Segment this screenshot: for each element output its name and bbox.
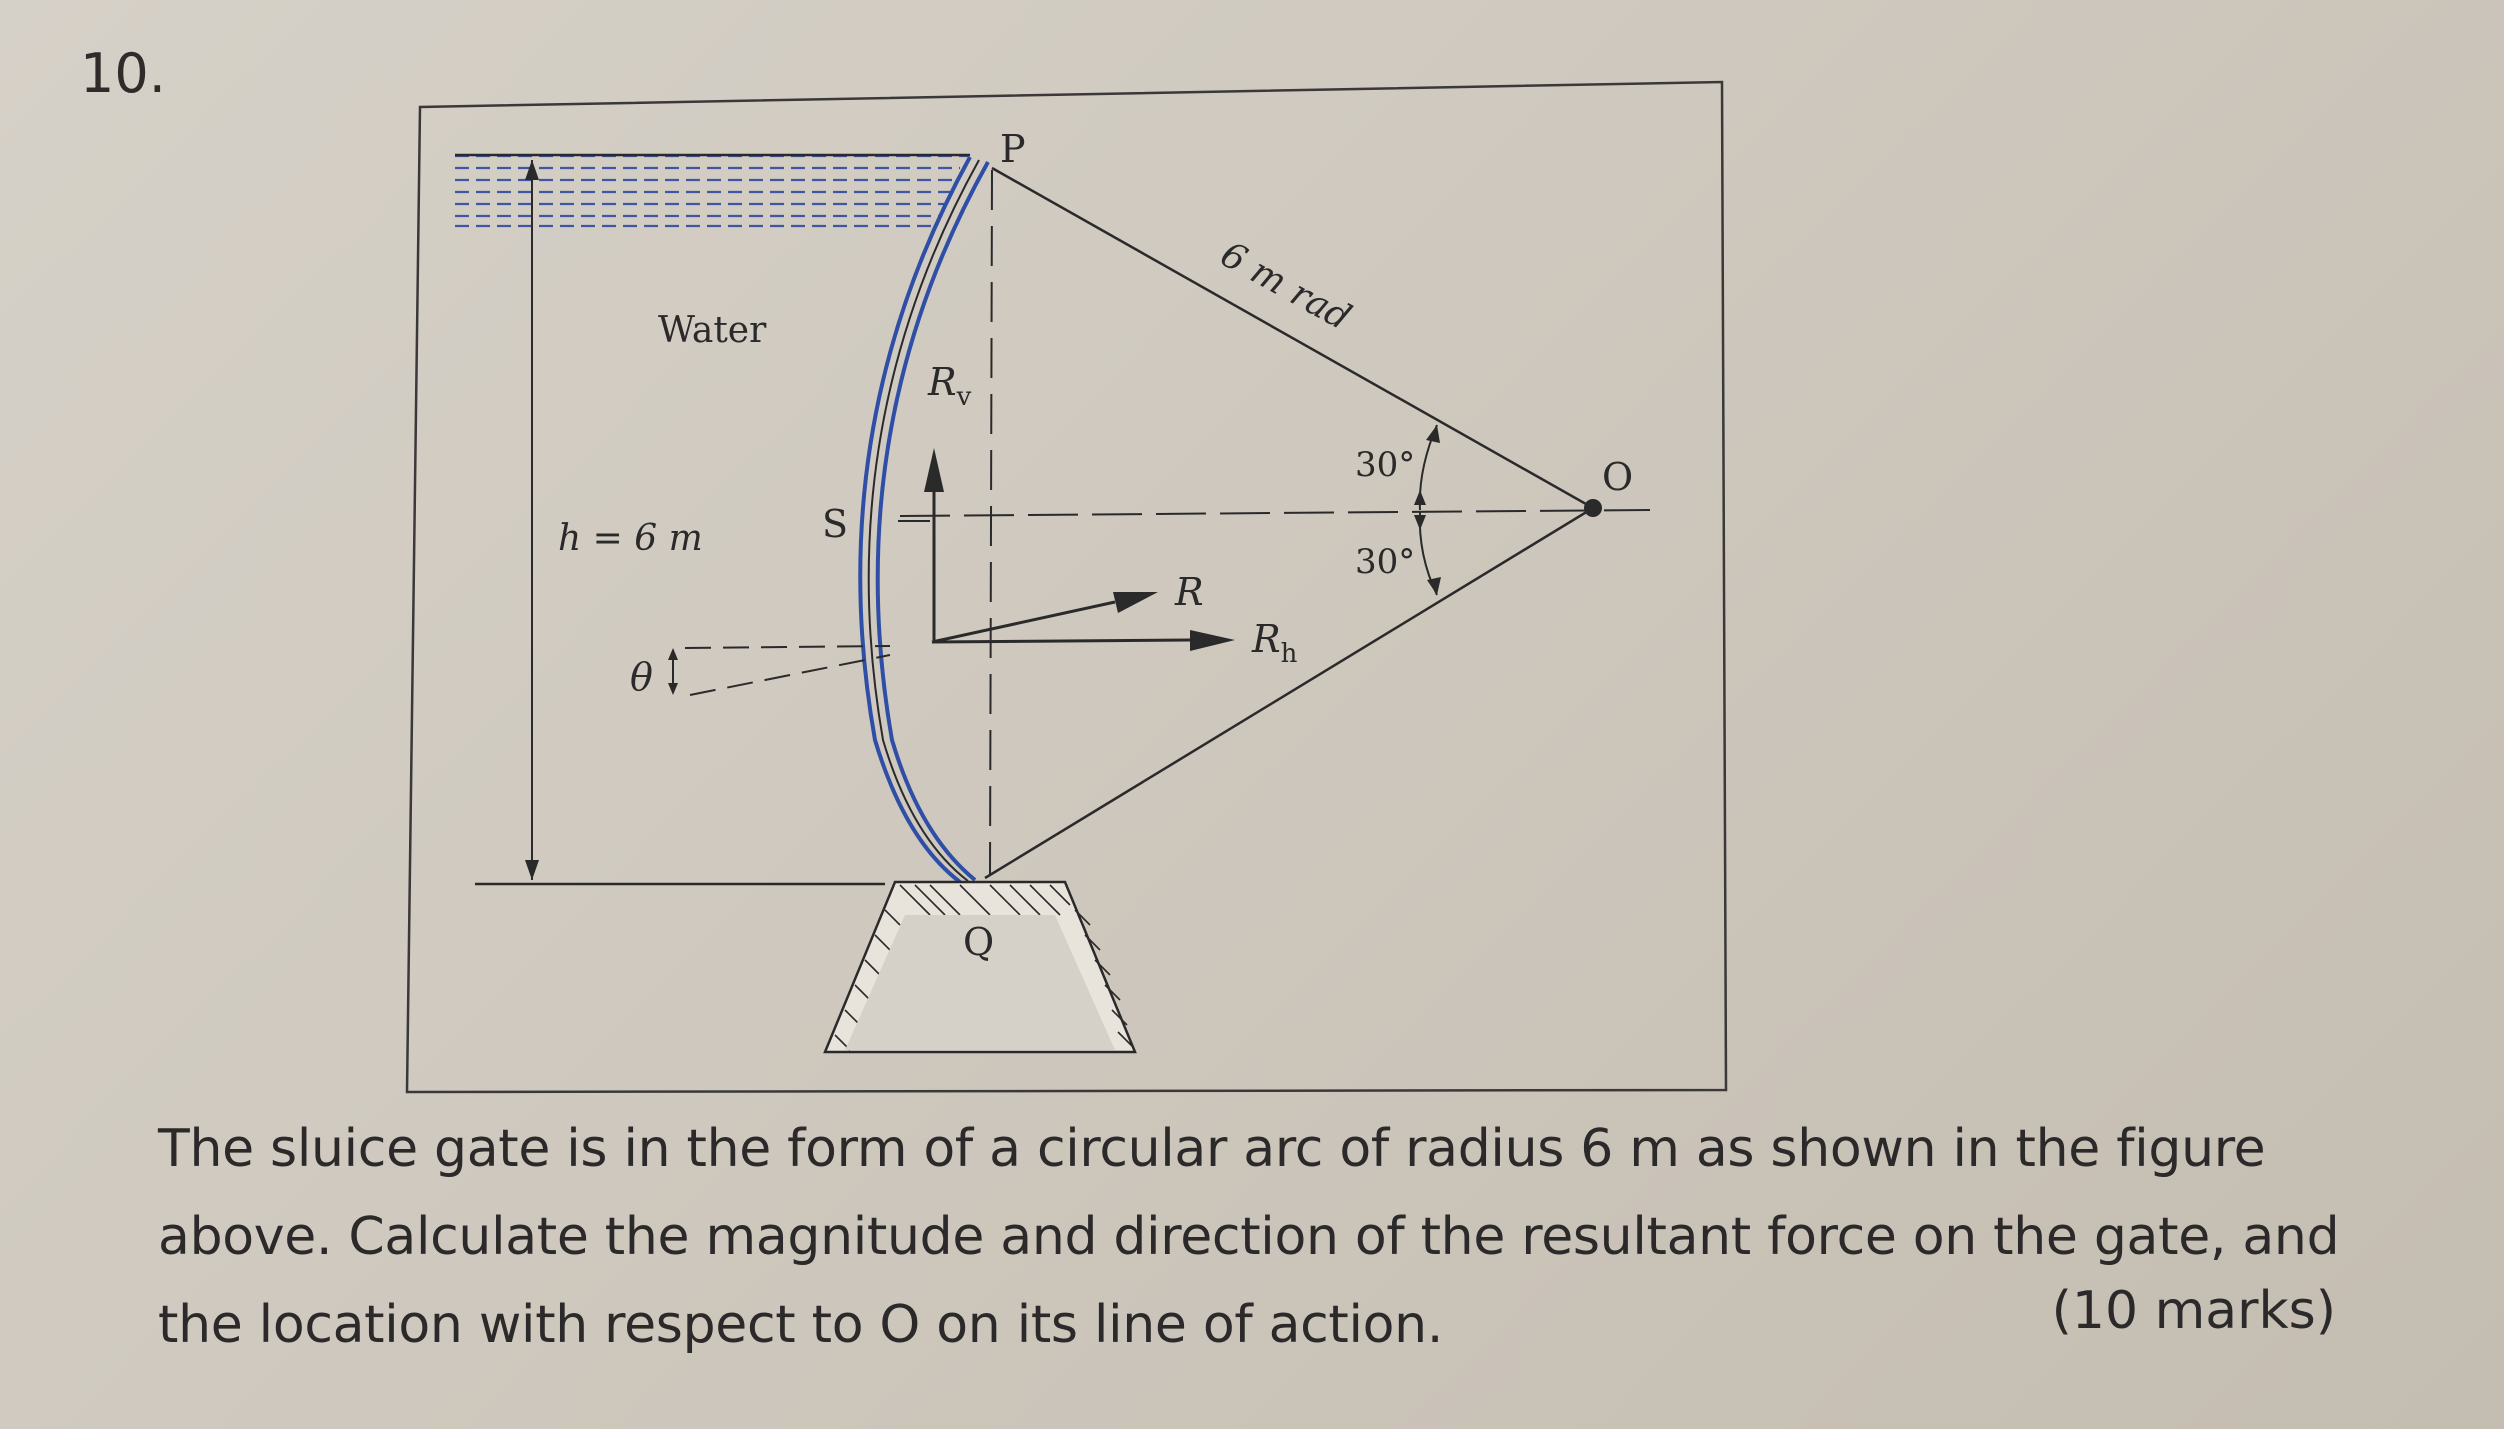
theta-horizontal-line (684, 645, 891, 649)
label-depth: h = 6 m (558, 518, 703, 559)
label-o: O (1602, 455, 1633, 499)
question-text: The sluice gate is in the form of a circ… (158, 1105, 2348, 1369)
depth-arrow-bottom (525, 860, 539, 880)
label-q: Q (963, 920, 994, 964)
question-line-2: above. Calculate the magnitude and direc… (158, 1207, 2340, 1267)
chord-dashed-line (989, 169, 993, 876)
theta-marker-arrow-top (668, 648, 678, 660)
label-p: P (1000, 127, 1026, 171)
r-arrow-shaft (931, 600, 1116, 644)
rh-arrow-head (1190, 630, 1235, 651)
label-r: R (1174, 570, 1204, 614)
label-rh-main: R (1251, 617, 1281, 661)
question-line-1: The sluice gate is in the form of a circ… (158, 1119, 2266, 1179)
label-rh-sub: h (1281, 639, 1298, 669)
radius-line-lower (984, 506, 1594, 880)
marks-label: (10 marks) (2051, 1281, 2336, 1341)
label-angle-lower: 30° (1355, 542, 1415, 582)
label-rh: Rh (1251, 617, 1298, 669)
theta-marker-arrow-bottom (668, 683, 678, 695)
r-arrow-head (1113, 592, 1158, 613)
depth-arrow-top (525, 160, 539, 180)
label-angle-upper: 30° (1355, 445, 1415, 485)
support-hatching (834, 884, 1134, 1051)
angle-arrow-upper (1426, 425, 1440, 443)
rh-arrow-shaft (931, 638, 1191, 644)
rv-arrow-head (924, 448, 944, 492)
question-line-3: the location with respect to O on its li… (158, 1295, 1444, 1355)
label-s: S (822, 502, 848, 546)
label-water: Water (658, 310, 767, 351)
label-radius: 6 m rad (1214, 234, 1358, 339)
label-theta: θ (630, 655, 653, 699)
horizontal-centerline (899, 509, 1651, 517)
radius-line-upper (991, 166, 1594, 510)
sluice-gate-arc (858, 156, 990, 884)
gate-inner-line (867, 159, 980, 882)
pivot-point-o (1584, 499, 1602, 517)
label-rv-main: R (927, 360, 957, 404)
angle-arrow-lower (1427, 577, 1441, 595)
label-rv-sub: v (956, 382, 972, 412)
figure-border (405, 80, 1728, 1094)
angle-arrow-mid-down (1414, 515, 1426, 530)
angle-arrow-mid-up (1414, 490, 1426, 505)
support-inner-fill (845, 915, 1115, 1050)
label-rv: Rv (927, 360, 972, 412)
theta-inclined-line (689, 654, 891, 696)
question-number: 10. (80, 42, 166, 105)
